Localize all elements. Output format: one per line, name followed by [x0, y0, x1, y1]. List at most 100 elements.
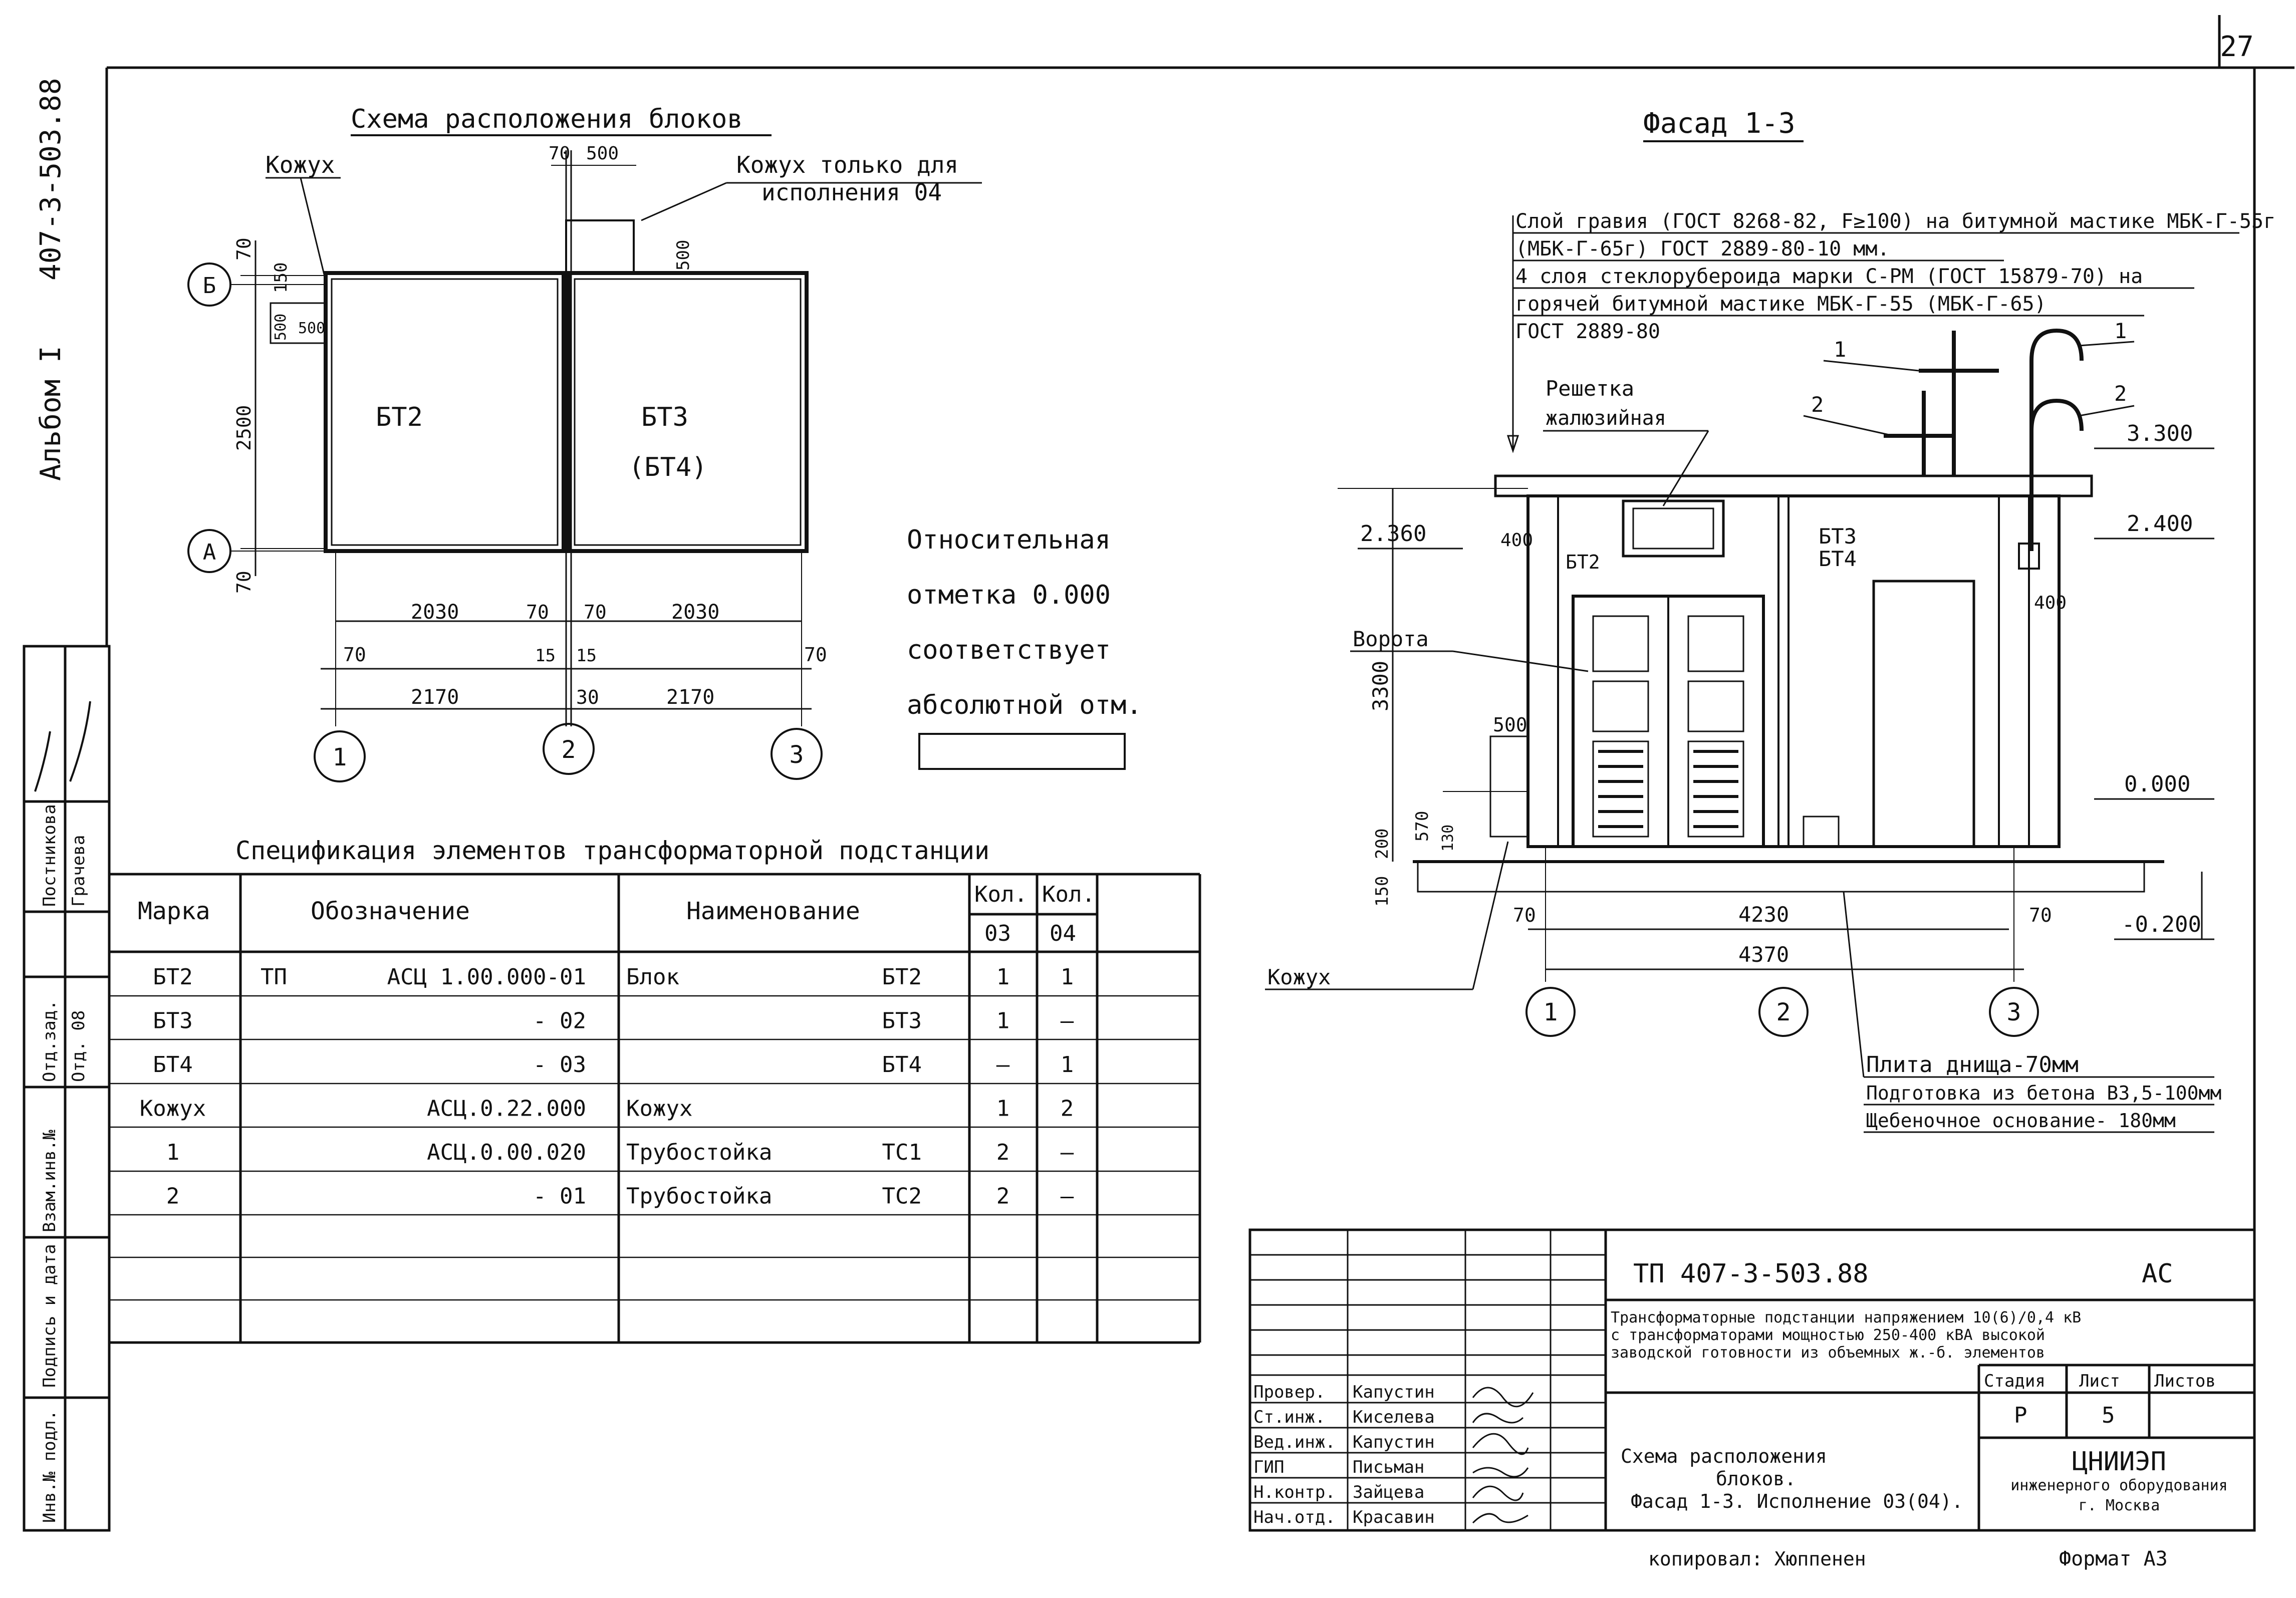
dim-v-2500: 2500 [233, 405, 255, 451]
dim-400-left: 400 [1500, 530, 1533, 551]
side-col-5: Постникова [40, 804, 60, 907]
spec-row-code: - 01 [533, 1184, 586, 1209]
spec-row-name: Кожух [626, 1096, 692, 1122]
org-3: г. Москва [2079, 1497, 2160, 1514]
dim-2030-left: 2030 [411, 601, 459, 624]
facade-axis-3: 3 [2007, 998, 2021, 1026]
dim-70-l: 70 [1513, 904, 1536, 926]
grille-label-1: Решетка [1546, 376, 1634, 401]
sheet-frame [23, 15, 2294, 1532]
base-line-3: Щебеночное основание- 180мм [1866, 1110, 2176, 1132]
dim-70-r: 70 [2029, 904, 2052, 926]
gate-label: Ворота [1353, 627, 1429, 651]
hdr-qty-03: Кол. [974, 882, 1028, 907]
facade-bt4: БТ4 [1819, 547, 1857, 571]
stamp-role: Вед.инж. [1253, 1432, 1336, 1452]
dim-70-outer-r: 70 [804, 644, 827, 666]
dim-150: 150 [1372, 876, 1392, 907]
scheme-axis-3: 3 [790, 741, 804, 769]
facade-casing: Кожух [1267, 965, 1331, 989]
axis-b: Б [203, 273, 216, 299]
spec-row-q03: 2 [996, 1140, 1010, 1165]
block-bt4: (БТ4) [629, 452, 707, 482]
spec-table: Спецификация элементов трансформаторной … [109, 836, 1201, 1344]
scheme-axis-1: 1 [333, 743, 347, 771]
org-1: ЦНИИЭП [2072, 1447, 2166, 1477]
stamp-name: Киселева [1353, 1407, 1435, 1427]
stamp-name: Красавин [1353, 1507, 1435, 1527]
dim-casing-500: 500 [673, 240, 693, 271]
spec-row-q04: — [1061, 1140, 1074, 1165]
dim-130: 130 [1439, 825, 1457, 852]
page-number: 27 [2220, 31, 2253, 63]
signature-mark [34, 701, 91, 792]
spec-row-mark: 1 [166, 1140, 180, 1165]
side-col-6: Грачева [69, 835, 89, 907]
stamp-name: Письман [1353, 1457, 1424, 1477]
axis-a: А [203, 540, 216, 565]
dim-3300: 3300 [1368, 661, 1393, 711]
stamp-role: Провер. [1253, 1382, 1325, 1402]
dim-500: 500 [1493, 714, 1527, 736]
spec-row-mark: БТ2 [153, 964, 192, 990]
dim-70-left: 70 [526, 601, 549, 623]
dim-15-r: 15 [576, 646, 597, 666]
stamp-name: Зайцева [1353, 1482, 1424, 1502]
facade-bt2: БТ2 [1566, 551, 1600, 573]
stamp-doc: ТП 407-3-503.88 [1633, 1259, 1869, 1289]
dim-2170-right: 2170 [666, 686, 714, 709]
spec-row-code: АСЦ.0.00.020 [427, 1140, 586, 1165]
rel-line-1: Относительная [907, 525, 1111, 555]
casing-note-1: Кожух только для [736, 151, 958, 178]
spec-row-sub: БТ2 [882, 964, 922, 990]
drawing-name-3: Фасад 1-3. Исполнение 03(04). [1631, 1490, 1963, 1512]
album-label: Альбом I [35, 346, 67, 481]
facade-note-5: ГОСТ 2889-80 [1515, 320, 1660, 343]
rel-line-4: абсолютной отм. [907, 690, 1142, 720]
hdr-designation: Обозначение [311, 897, 470, 925]
base-line-2: Подготовка из бетона В3,5-100мм [1866, 1082, 2221, 1104]
spec-row-q04: — [1061, 1184, 1074, 1209]
copied-by: копировал: Хюппенен [1648, 1548, 1866, 1570]
spec-row-mark: БТ3 [153, 1008, 192, 1034]
spec-row-sub: БТ4 [882, 1052, 922, 1078]
stamp-sheet-h: Лист [2079, 1371, 2120, 1391]
stamp-signatures [1472, 1387, 1534, 1524]
side-col-1: Подпись и дата [40, 1244, 60, 1388]
hdr-v04: 04 [1050, 921, 1076, 946]
level-0000: 0.000 [2124, 771, 2190, 797]
sheet-format: Формат А3 [2059, 1547, 2168, 1570]
stamp-sheet: 5 [2102, 1403, 2115, 1428]
dim-200: 200 [1372, 829, 1392, 859]
rel-line-3: соответствует [907, 635, 1111, 665]
stamp-name: Капустин [1353, 1432, 1435, 1452]
stamp-section: АС [2142, 1259, 2173, 1289]
callout-2-right: 2 [2114, 381, 2127, 406]
spec-row-code: - 02 [533, 1008, 586, 1034]
drawing-name-2: блоков. [1716, 1468, 1796, 1490]
callout-1-right: 1 [2114, 319, 2127, 343]
dim-15-l: 15 [535, 646, 556, 666]
spec-row-q04: 1 [1061, 1052, 1074, 1078]
spec-row-q04: 2 [1061, 1096, 1074, 1122]
spec-row-sub: БТ3 [882, 1008, 922, 1034]
stamp-desc-3: заводской готовности из объемных ж.-б. э… [1611, 1344, 2045, 1362]
scheme-casing-label: Кожух [266, 151, 335, 178]
facade-title: Фасад 1-3 [1643, 107, 1795, 140]
facade-note-4: горячей битумной мастике МБК-Г-55 (МБК-Г… [1515, 293, 2047, 316]
stamp-stage: Р [2014, 1403, 2027, 1428]
dim-v-70-top: 70 [233, 237, 255, 260]
scheme-title: Схема расположения блоков [351, 104, 743, 134]
side-col-3: Отд.зад. [40, 1000, 60, 1082]
dim-top-70: 70 [549, 143, 570, 164]
spec-row-sub: ТС1 [882, 1140, 922, 1165]
stamp-role: ГИП [1253, 1457, 1284, 1477]
dim-70-right: 70 [584, 601, 607, 623]
spec-row-name: Трубостойка [626, 1140, 772, 1165]
stamp-name: Капустин [1353, 1382, 1435, 1402]
spec-row-q03: 1 [996, 1096, 1010, 1122]
dim-v-150: 150 [271, 262, 291, 293]
facade-axis-1: 1 [1544, 998, 1558, 1026]
base-line-1: Плита днища-70мм [1866, 1052, 2079, 1078]
